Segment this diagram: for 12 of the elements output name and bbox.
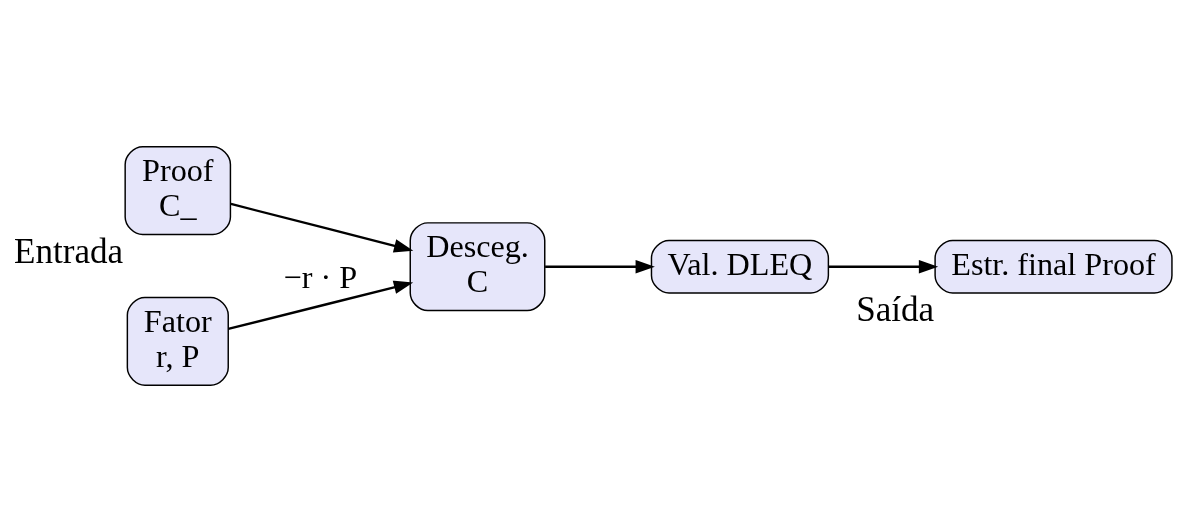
edge-label: −r · P <box>283 259 358 296</box>
node-box: Proof C_ <box>124 146 232 236</box>
node-box: Val. DLEQ <box>650 239 830 294</box>
node-label: Entrada <box>14 231 124 271</box>
arrow <box>230 202 414 253</box>
node-box: Desceg. C <box>409 222 546 312</box>
node-box: Fator r, P <box>126 296 229 386</box>
arrow <box>828 259 939 274</box>
arrow <box>227 280 414 331</box>
node-box: Estr. final Proof <box>934 239 1173 294</box>
node-label: Saída <box>856 290 935 330</box>
arrow <box>545 259 655 274</box>
